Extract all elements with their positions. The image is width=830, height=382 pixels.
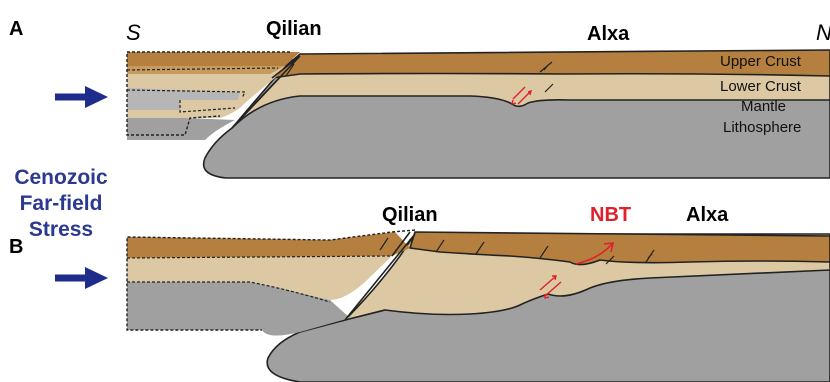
nbt-label: NBT [590,205,631,225]
stress-label: Cenozoic Far-field Stress [0,165,122,243]
panel-a-wedge-mantle [127,118,235,140]
lithosphere-label: Lithosphere [723,120,801,135]
mantle-label: Mantle [741,99,786,114]
stress-line-2: Far-field [0,191,122,217]
panel-a-alxa-label: Alxa [587,24,629,44]
panel-b-label: B [9,237,23,257]
upper-crust-label: Upper Crust [720,54,801,69]
lower-crust-label: Lower Crust [720,79,801,94]
stress-line-1: Cenozoic [0,165,122,191]
panel-b-section [127,230,830,382]
panel-b-qilian-label: Qilian [382,205,438,225]
south-label: S [126,22,141,44]
stress-arrow-a [55,86,108,108]
panel-b-alxa-label: Alxa [686,205,728,225]
panel-a-wedge-band [127,66,285,74]
panel-a-qilian-label: Qilian [266,19,322,39]
panel-a-wedge-upper [127,52,300,66]
panel-a-label: A [9,19,23,39]
north-label: N [816,22,830,44]
stress-arrow-b [55,267,108,289]
panel-b-wedge-upper [127,232,410,258]
